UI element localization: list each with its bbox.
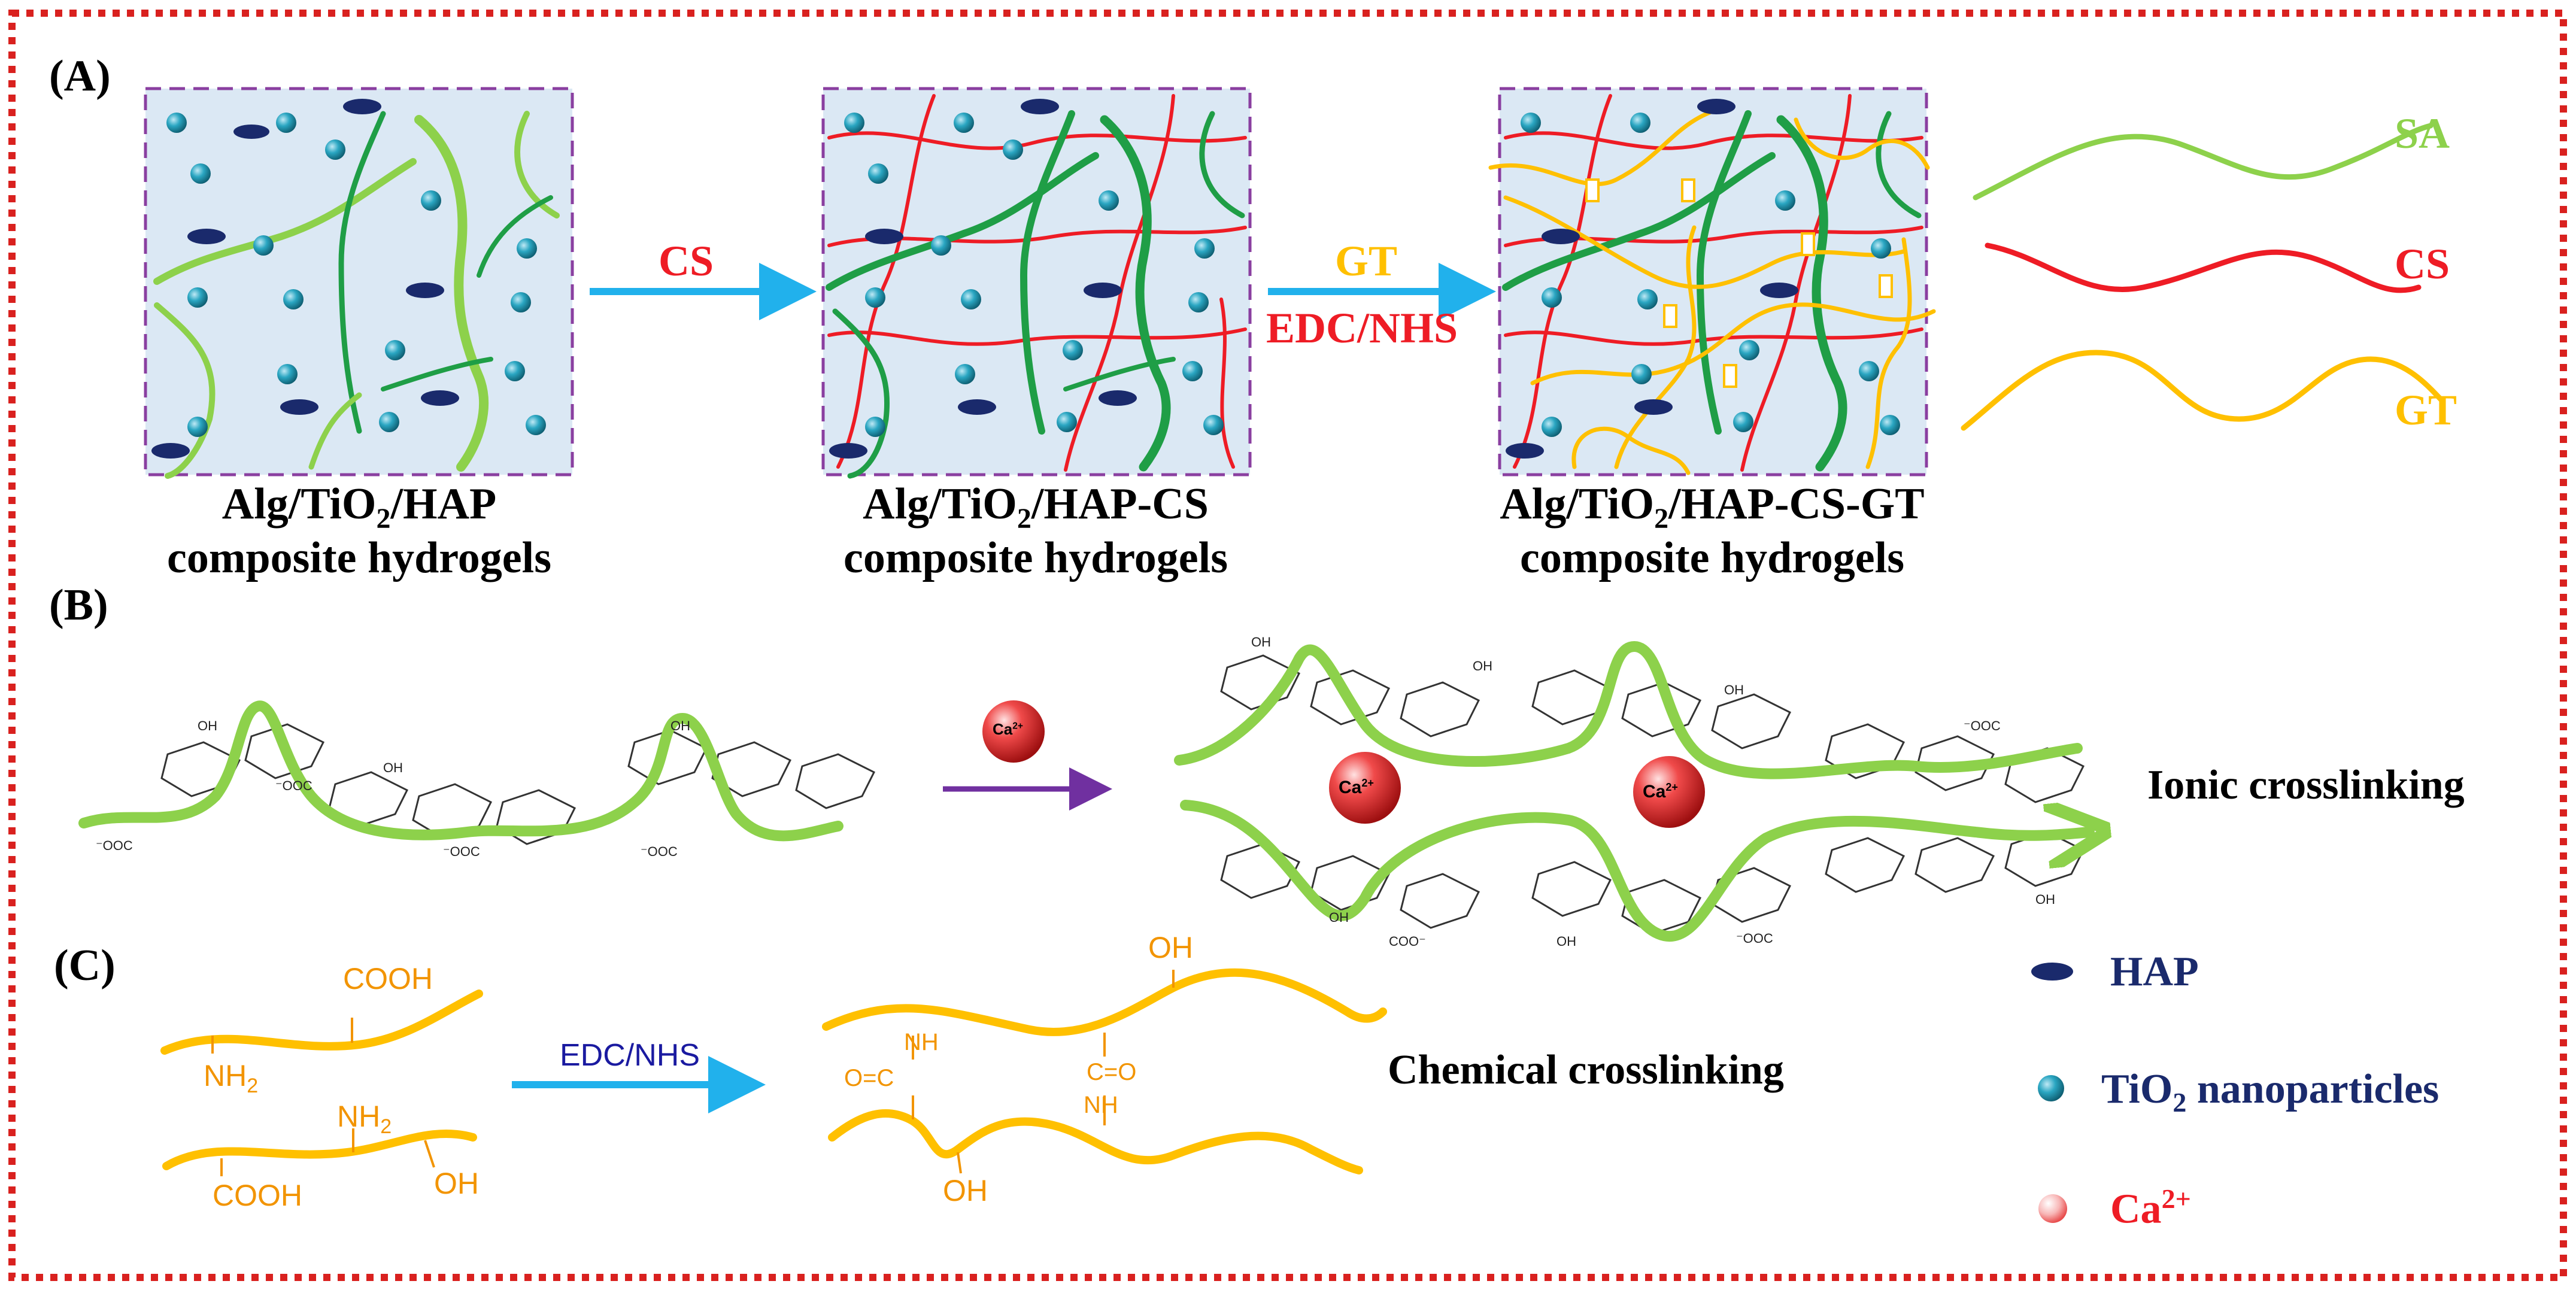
gt-chain-c4 [828,1109,1363,1174]
legend-line-sa [1973,123,2434,201]
gt-oh-3: OH [943,1174,988,1207]
ionic-crosslinking-label: Ionic crosslinking [2147,762,2465,808]
gt-oh-2: OH [1148,931,1193,964]
panel-label-a: (A) [49,51,111,101]
ca-ion-arrow [982,700,1045,763]
caption-step1: Alg/TiO2/HAP composite hydrogels [166,479,551,582]
gt-chain-c2 [162,1129,477,1170]
ca-ion-right [1633,756,1705,828]
amide-links [1585,178,1893,388]
arrow-chemical-label: EDC/NHS [560,1038,700,1073]
panel-label-b: (B) [49,581,108,630]
group-oh: OH [1329,910,1349,925]
group-oh: OH [1473,658,1492,673]
group-oh: OH [1556,934,1576,949]
arrow-edc-label: EDC/NHS [1266,304,1458,352]
legend-line-cs [1985,242,2422,293]
group-oh: OH [670,718,690,733]
group-oh: OH [1724,682,1744,697]
ca-ion-left-label: Ca2+ [1339,777,1374,797]
legend-label-sa: SA [2395,110,2450,157]
gt-chain-c1 [160,989,483,1055]
ca-ion-arrow-label: Ca2+ [993,720,1024,738]
gt-nh-1: NH [904,1029,939,1055]
sa-chain-b-right-bottom [1180,805,2089,942]
hydrogel-box-1 [144,87,574,479]
legend-label-gt: GT [2395,386,2457,434]
legend-tio2-label: TiO2 nanoparticles [2101,1066,2440,1118]
group-oh: OH [198,718,217,733]
group-ooc: ⁻OOC [641,844,678,859]
gt-co: C=O [1087,1059,1137,1085]
group-coo: COO⁻ [1389,934,1426,949]
hydrogel-box-3 [1488,87,1936,476]
legend-label-cs: CS [2395,240,2450,288]
ca-ion-left [1329,752,1401,824]
gt-nh2-2: NH2 [337,1100,392,1138]
group-ooc: ⁻OOC [1964,718,2001,733]
gt-cooh-2: COOH [213,1179,302,1212]
group-ooc: ⁻OOC [443,844,480,859]
gt-nh2-1: NH2 [204,1059,259,1097]
group-oh: OH [2035,892,2055,907]
group-ooc: ⁻OOC [1736,931,1773,946]
legend-hap-label: HAP [2110,949,2199,995]
group-ooc: ⁻OOC [96,838,133,853]
gt-nh-2: NH [1084,1092,1118,1118]
group-oh: OH [383,760,403,775]
gt-chain-c3 [822,968,1387,1036]
ca-icon [2038,1194,2067,1223]
sa-chain-b-left [78,700,844,842]
group-ooc: ⁻OOC [275,778,312,793]
caption-step2: Alg/TiO2/HAP-CS composite hydrogels [843,479,1228,582]
tio2-icon [2038,1075,2064,1101]
sa-chains [153,111,560,479]
group-oh: OH [1251,635,1271,649]
legend-line-gt [1961,350,2445,431]
hap-icon [2031,963,2073,981]
arrow-gt-label: GT [1335,237,1398,285]
particles-box-1 [151,99,546,459]
legend-ca-label: Ca2+ [2110,1183,2191,1233]
gt-oc: O=C [844,1065,894,1091]
arrow-cs-label: CS [659,237,714,285]
gt-cooh-1: COOH [343,962,433,995]
sa-chain-b-right-top [1174,641,2083,779]
alginate-chain-right-bottom [1220,831,2085,935]
hydrogel-box-2 [821,87,1252,479]
gt-oh-1: OH [434,1167,479,1200]
panel-label-c: (C) [54,941,116,990]
caption-step3: Alg/TiO2/HAP-CS-GT composite hydrogels [1500,479,1925,582]
ca-ion-right-label: Ca2+ [1643,781,1678,802]
chemical-crosslinking-label: Chemical crosslinking [1388,1047,1784,1093]
